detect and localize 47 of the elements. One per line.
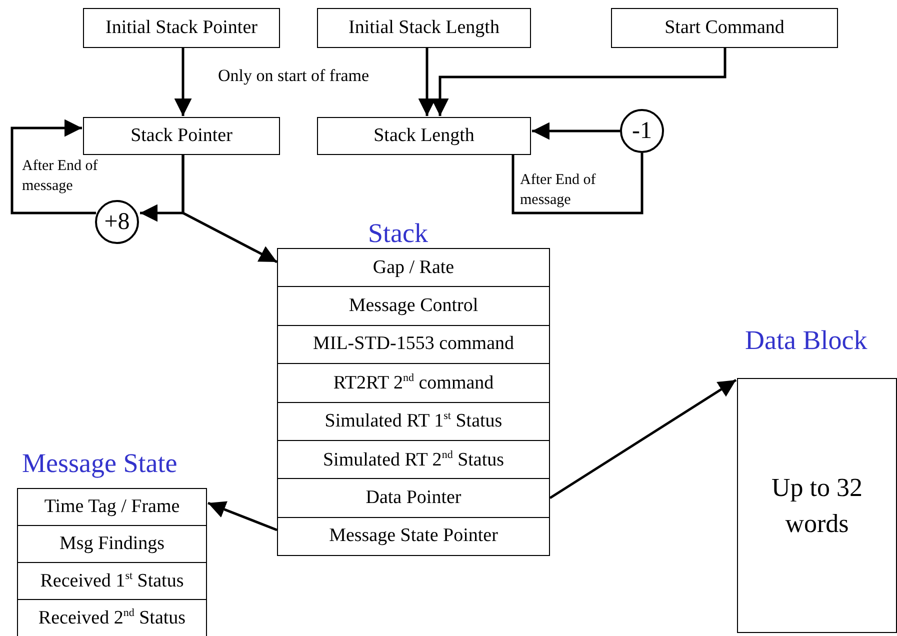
row-text: Message Control [348, 295, 478, 318]
row-text: Message State Pointer [329, 525, 498, 548]
row-text: Simulated RT 2$^{nd}$ Status [322, 448, 504, 471]
field-box: Initial Stack Length [317, 8, 531, 48]
decrement-circle: -1 [620, 109, 664, 153]
arrow [10, 119, 96, 214]
block-text: Up to 32 words [770, 472, 864, 540]
row-text: Simulated RT 1$^{st}$ Status [324, 410, 502, 432]
row-text: Time Tag / Frame [44, 496, 180, 518]
table-row [277, 440, 550, 480]
table-row [17, 599, 207, 636]
row-text: Received 2$^{nd}$ Status [38, 606, 186, 630]
increment-circle: +8 [95, 200, 139, 244]
arrow [182, 155, 278, 264]
table-row [277, 286, 550, 326]
arrow [549, 378, 737, 500]
arrow [431, 48, 726, 116]
row-text: Received 1$^{st}$ Status [40, 570, 184, 592]
table-row [17, 562, 207, 600]
arrow [174, 48, 192, 116]
connector-line [512, 153, 644, 214]
edge-label: After End of message [22, 157, 99, 196]
register-box: Stack Length [317, 117, 531, 155]
edge-label: After End of message [520, 171, 597, 210]
table-row [277, 324, 550, 364]
row-text: Gap / Rate [372, 256, 454, 279]
table-title: Stack [368, 218, 428, 249]
arrow [418, 48, 436, 116]
note-text: Only on start of frame [218, 66, 370, 86]
row-text: Msg Findings [59, 533, 165, 555]
table-row [17, 525, 207, 563]
table-title: Message State [22, 448, 178, 479]
table-row [277, 248, 550, 288]
row-text: MIL-STD-1553 command [312, 333, 514, 356]
arrow [532, 122, 620, 140]
table-row [17, 488, 207, 526]
row-text: Data Pointer [366, 487, 462, 510]
table-row [277, 478, 550, 518]
register-box: Stack Pointer [83, 117, 280, 155]
table-row [277, 516, 550, 556]
command-box: Start Command [611, 8, 838, 48]
row-text: RT2RT 2$^{nd}$ command [333, 372, 494, 394]
block-title: Data Block [745, 325, 868, 356]
field-box: Initial Stack Pointer [83, 8, 280, 48]
table-row [277, 363, 550, 403]
table-row [277, 402, 550, 441]
arrow [208, 501, 278, 532]
